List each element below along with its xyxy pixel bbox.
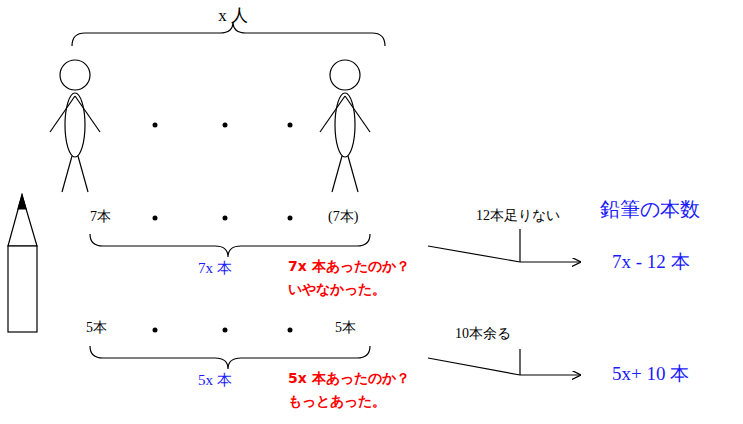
expression: 7x - 12 本 [612, 251, 690, 273]
brace [90, 234, 370, 257]
person-figure [50, 60, 100, 192]
count-label: 7本 [90, 209, 111, 225]
brace [90, 346, 370, 369]
ellipsis-dots [153, 123, 293, 333]
total-label: 5x 本 [198, 372, 232, 389]
expression: 5x+ 10 本 [612, 363, 689, 385]
surplus-note: 10本余る [455, 326, 511, 342]
total-label: 7x 本 [198, 260, 232, 277]
brace [72, 22, 385, 46]
question-note: 5x 本あったのか？ [288, 370, 410, 386]
count-label: 5本 [335, 320, 356, 336]
group-size-label: x 人 [218, 6, 248, 26]
result-heading: 鉛筆の本数 [600, 198, 700, 221]
question-note: 7x 本あったのか？ [288, 258, 410, 274]
count-label: 5本 [86, 320, 107, 336]
shortage-note: 12本足りない [476, 208, 560, 224]
count-label: (7本) [328, 209, 358, 225]
merge-arrow [428, 349, 580, 375]
person-figure [320, 60, 370, 192]
answer-note: いやなかった。 [288, 281, 386, 297]
pencil-icon [8, 195, 37, 332]
answer-note: もっとあった。 [288, 393, 386, 409]
merge-arrow [428, 229, 580, 262]
